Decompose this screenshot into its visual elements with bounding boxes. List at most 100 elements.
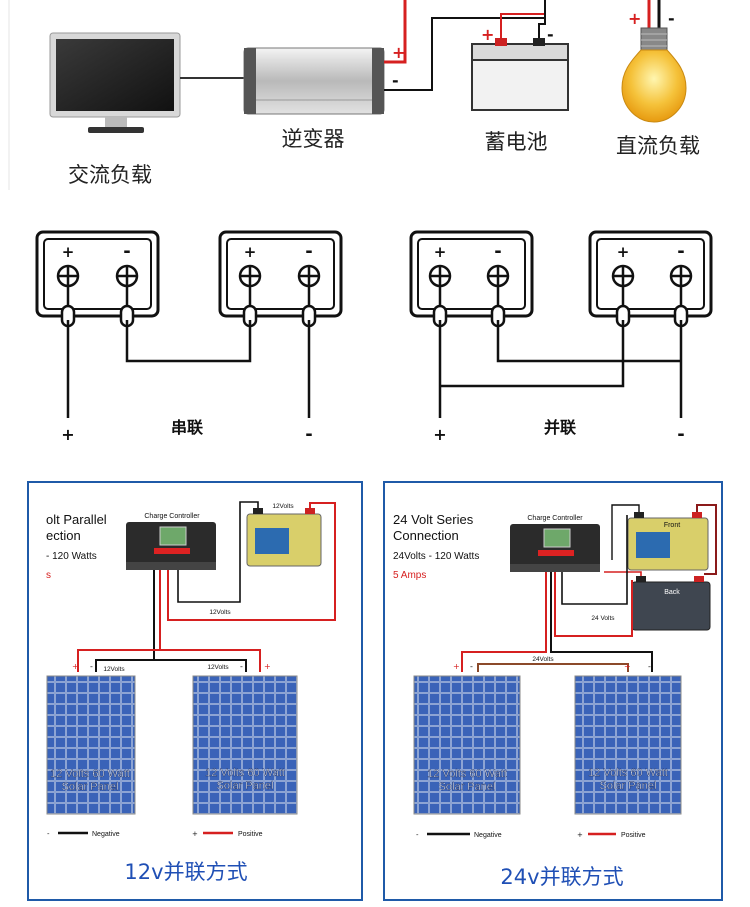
positive-terminal: + (428, 243, 452, 328)
panel-24v-red-wire-2 (461, 572, 547, 672)
panel-12v-spec: - 120 Watts (46, 551, 97, 562)
legend-neg-sign: - (47, 830, 50, 838)
solar-panel-icon (413, 675, 521, 815)
panel-24v-series: 24 Volt Series Connection 24Volts - 120 … (383, 481, 723, 901)
panel-12v-solar2-line2: Solar Panel (217, 780, 274, 792)
positive-terminal: + (56, 243, 80, 328)
svg-text:+: + (62, 243, 75, 261)
legend-pos-sign: + (192, 830, 198, 838)
parallel-wires (438, 320, 683, 418)
battery-front-icon (627, 512, 709, 571)
battery-minus: - (547, 25, 554, 44)
battery-plus: + (481, 25, 494, 44)
battery-icon (471, 38, 569, 111)
panel-24v-solar2-line1: 12 Volts 60 Watt (588, 767, 668, 779)
series-label: 串联 (171, 418, 203, 437)
solar-panel-icon (574, 675, 682, 815)
panel-24v-plus-1: + (453, 662, 460, 671)
panel-24v-caption: 24v并联方式 (500, 865, 623, 889)
panel-12v-wire-b: 12Volts (207, 664, 229, 671)
panel-24v-title-2: Connection (393, 528, 459, 543)
negative-terminal: - (115, 241, 139, 328)
positive-terminal: + (238, 243, 262, 328)
panel-12v-minus-1: - (90, 662, 93, 671)
panel-12v-minus-2: - (240, 662, 243, 671)
bulb-minus: - (668, 9, 675, 28)
series-plus: + (61, 425, 74, 444)
svg-text:-: - (677, 241, 684, 262)
parallel-diagram (409, 230, 713, 318)
panel-24v-solar1-line2: Solar Panel (439, 781, 496, 793)
panel-12v-black-wire-2 (95, 570, 155, 672)
ac-load-label: 交流负载 (68, 163, 152, 187)
parallel-battery-2 (588, 230, 713, 318)
series-wires (66, 320, 311, 418)
battery-label: 蓄电池 (485, 130, 548, 154)
panel-12v-solar1-line2: Solar Panel (62, 781, 119, 793)
panel-24v-wire-mid: 24 Volts (591, 615, 615, 622)
panel-12v-legend-pos: Positive (238, 831, 263, 838)
panel-12v-title-2: ection (46, 528, 81, 543)
solar-panel-icon (192, 675, 298, 815)
panel-12v-red-wire-1 (167, 502, 336, 621)
battery-black-wire (538, 0, 546, 38)
parallel-label: 并联 (544, 418, 576, 437)
panel-12v-black-wire-1 (177, 501, 259, 603)
panel-24v-back: Back (664, 589, 680, 596)
panel-24v-red-wire-1 (554, 572, 633, 637)
series-diagram (35, 230, 343, 318)
panel-12v-controller-label: Charge Controller (144, 513, 200, 520)
panel-24v-black-wire-1 (561, 515, 628, 605)
panel-24v-series-wire (477, 663, 629, 672)
series-minus: - (305, 424, 312, 445)
battery-red-wire (500, 13, 545, 38)
panel-12v-solar2-line1: 12 Volts 60 Watt (205, 767, 285, 779)
panel-12v-wire-a: 12Volts (103, 666, 125, 673)
panel-24v-title-1: 24 Volt Series (393, 512, 474, 527)
panel-12v-parallel: olt Parallel ection - 120 Watts s Charge… (27, 481, 363, 901)
panel-24v-black-wire-0 (611, 504, 640, 560)
dc-load-label: 直流负载 (616, 134, 700, 158)
legend-neg-sign-2: - (416, 831, 419, 839)
panel-24v-minus-2: - (648, 662, 651, 671)
panel-24v-front: Front (664, 522, 680, 529)
panel-24v-brown-wire (696, 504, 717, 575)
panel-12v-legend-neg: Negative (92, 831, 120, 838)
svg-text:-: - (494, 241, 501, 262)
svg-text:-: - (123, 241, 130, 262)
panel-12v-amps: s (46, 570, 51, 581)
panel-24v-spec: 24Volts - 120 Watts (393, 551, 479, 562)
inverter-minus: - (392, 71, 399, 90)
battery-terminals: + - + - + - + - (56, 241, 693, 328)
negative-terminal: - (297, 241, 321, 328)
panel-24v-legend-neg: Negative (474, 832, 502, 839)
top-system-section: 交流负载 逆变器 + - + - 蓄电池 + (8, 0, 700, 190)
legend-pos-sign-2: + (577, 831, 583, 839)
parallel-plus: + (433, 425, 446, 444)
panel-12v-title-1: olt Parallel (46, 512, 107, 527)
inverter-red-wire (384, 0, 407, 64)
light-bulb-icon (621, 27, 687, 123)
bulb-plus: + (628, 9, 641, 28)
panel-24v-amps: 5 Amps (393, 570, 426, 581)
battery-icon (246, 508, 322, 567)
svg-text:+: + (617, 243, 630, 261)
panel-12v-wire-top: 12Volts (272, 503, 294, 510)
panel-24v-plus-2: + (624, 662, 631, 671)
panel-12v-wire-mid: 12Volts (209, 609, 231, 616)
inverter-plus: + (392, 43, 405, 62)
panel-24v-minus-1: - (470, 662, 473, 671)
panel-12v-red-wire-2 (77, 570, 161, 672)
charge-controller-icon (126, 522, 216, 570)
panel-24v-solar2-line2: Solar Panel (600, 780, 657, 792)
panel-24v-black-wire-2 (550, 572, 653, 672)
panel-24v-solar1-line1: 12 Volts 60 Watt (427, 768, 507, 780)
charge-controller-icon (510, 524, 600, 572)
battery-back-icon (631, 576, 711, 631)
positive-terminal: + (611, 243, 635, 328)
solar-panel-icon (46, 675, 136, 815)
svg-text:-: - (305, 241, 312, 262)
panel-12v-caption: 12v并联方式 (124, 860, 247, 884)
monitor-icon (49, 32, 181, 133)
